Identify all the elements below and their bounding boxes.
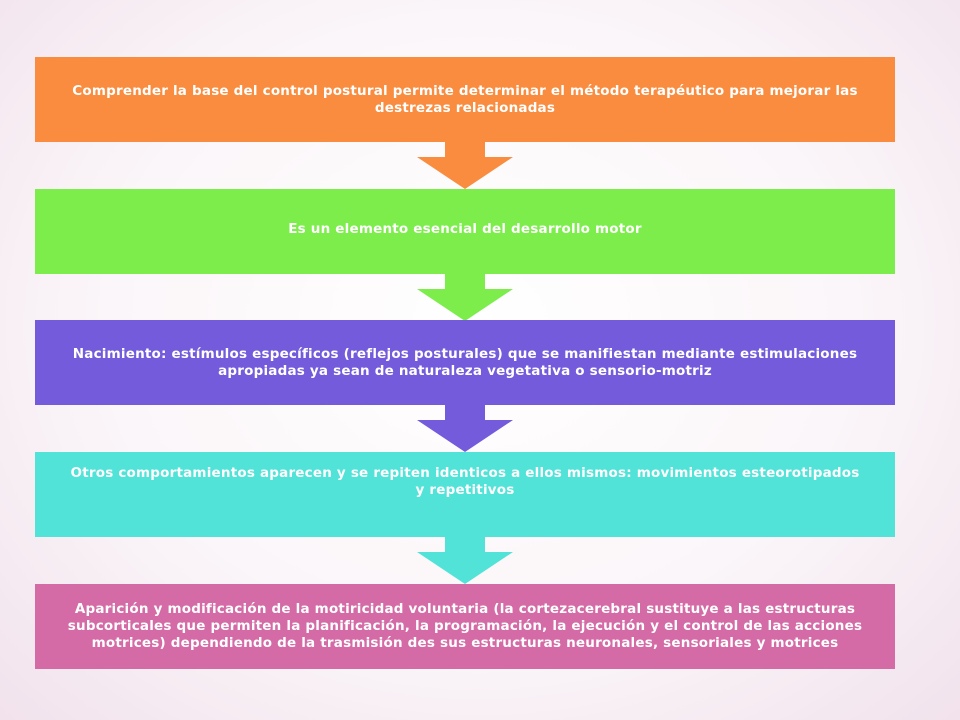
step-box-4: Otros comportamientos aparecen y se repi…	[35, 452, 895, 537]
step-box-2: Es un elemento esencial del desarrollo m…	[35, 189, 895, 274]
down-arrow-2	[417, 273, 513, 323]
down-arrow-1	[417, 141, 513, 191]
step-2-text: Es un elemento esencial del desarrollo m…	[288, 221, 642, 237]
step-5-text: Aparición y modificación de la motiricid…	[67, 601, 863, 651]
step-3-text: Nacimiento: estímulos específicos (refle…	[72, 345, 858, 379]
down-arrow-4	[417, 536, 513, 586]
down-arrow-3	[417, 404, 513, 454]
step-box-3: Nacimiento: estímulos específicos (refle…	[35, 320, 895, 405]
step-1-text: Comprender la base del control postural …	[72, 82, 858, 116]
step-box-5: Aparición y modificación de la motiricid…	[35, 584, 895, 669]
step-box-1: Comprender la base del control postural …	[35, 57, 895, 142]
step-4-text: Otros comportamientos aparecen y se repi…	[70, 464, 860, 498]
